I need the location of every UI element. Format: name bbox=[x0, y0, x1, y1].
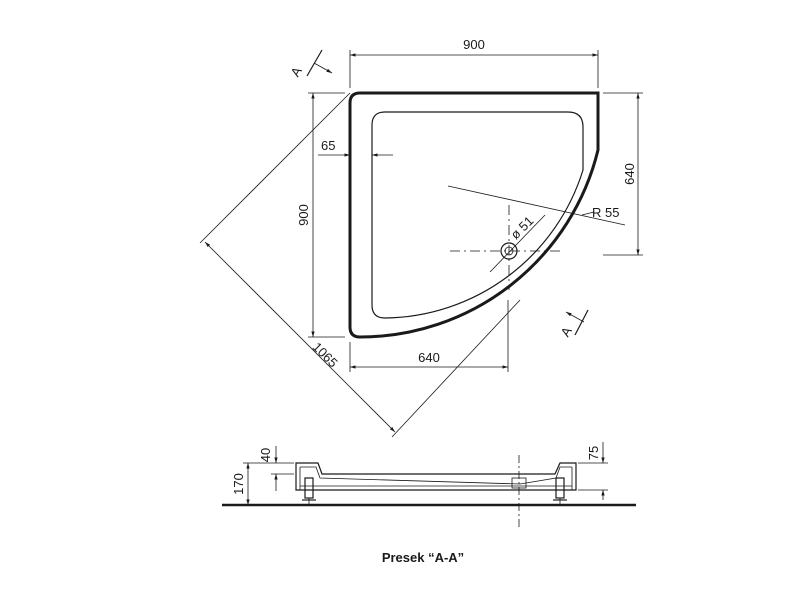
dim-foot-label: 40 bbox=[258, 448, 273, 462]
dimension-height-right: 640 bbox=[603, 92, 643, 256]
section-drain bbox=[511, 455, 527, 530]
dimension-rim: 65 bbox=[318, 138, 393, 157]
dimension-width-top: 900 bbox=[349, 37, 599, 88]
section-foot-right bbox=[553, 477, 567, 505]
dim-width-bottom-label: 640 bbox=[418, 350, 440, 365]
section-caption: Presek “A-A” bbox=[382, 550, 464, 565]
dim-total-height-label: 170 bbox=[231, 473, 246, 495]
dimension-radius: R 55 bbox=[447, 185, 626, 226]
plan-view: 900 900 640 640 1065 bbox=[199, 37, 643, 438]
dimension-height-left: 900 bbox=[296, 92, 345, 338]
dim-height-left-label: 900 bbox=[296, 204, 311, 226]
section-tray-body bbox=[295, 462, 577, 491]
section-foot-left bbox=[302, 477, 316, 505]
dim-drain-label: ø 51 bbox=[508, 213, 537, 242]
dim-width-top-label: 900 bbox=[463, 37, 485, 52]
section-marker-top-label: A bbox=[287, 64, 304, 79]
dim-radius-label: R 55 bbox=[592, 205, 619, 220]
section-marker-top: A bbox=[287, 49, 333, 79]
dim-rim-label: 65 bbox=[321, 138, 335, 153]
drain bbox=[450, 205, 560, 290]
tray-outer-outline bbox=[348, 91, 600, 339]
tray-inner-basin bbox=[371, 111, 584, 319]
dimension-foot: 40 bbox=[258, 446, 294, 491]
dimension-total-height: 170 bbox=[231, 462, 294, 505]
section-marker-bottom: A bbox=[557, 309, 589, 339]
dimension-diagonal: 1065 bbox=[199, 92, 521, 438]
section-marker-bottom-label: A bbox=[557, 324, 574, 339]
section-view: 170 40 75 Presek “A-A” bbox=[222, 442, 636, 565]
dim-depth-label: 75 bbox=[586, 446, 601, 460]
dimension-depth: 75 bbox=[578, 442, 608, 500]
dim-height-right-label: 640 bbox=[622, 163, 637, 185]
dim-diagonal-label: 1065 bbox=[310, 339, 341, 370]
